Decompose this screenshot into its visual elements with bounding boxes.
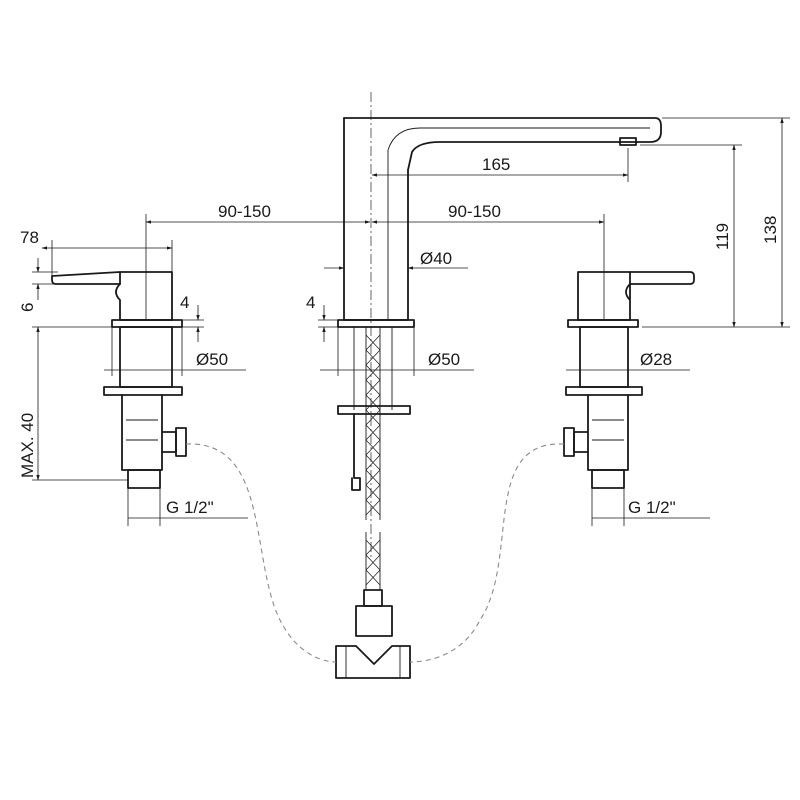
dim-78: [41, 240, 173, 276]
dim-max40: [32, 326, 128, 481]
dim-thread-right: [591, 488, 710, 526]
dim-4-left: [182, 305, 204, 342]
dim-119: [640, 144, 742, 328]
label-dia28: Ø28: [640, 350, 672, 369]
left-supply-hose: [185, 443, 337, 663]
label-dia40: Ø40: [420, 249, 452, 268]
dim-138: [642, 117, 790, 328]
label-dia50-left: Ø50: [196, 350, 228, 369]
right-supply-hose: [409, 443, 565, 663]
label-max40: MAX. 40: [18, 413, 37, 478]
label-90-150-left: 90-150: [218, 202, 271, 221]
label-thread-right: G 1/2": [628, 498, 676, 517]
dim-90-150-right: [371, 214, 605, 320]
label-6: 6: [18, 303, 37, 312]
label-165: 165: [482, 155, 510, 174]
left-valve: [51, 271, 187, 489]
label-thread-left: G 1/2": [166, 498, 214, 517]
dim-165: [371, 148, 629, 182]
label-138: 138: [761, 216, 780, 244]
dim-6: [32, 258, 58, 300]
label-dia50-center: Ø50: [428, 350, 460, 369]
dim-thread-left: [127, 488, 248, 526]
label-78: 78: [20, 228, 39, 247]
label-119: 119: [713, 223, 732, 250]
right-valve: [563, 271, 695, 489]
dim-dia50-center: [320, 327, 474, 376]
label-90-150-right: 90-150: [448, 202, 501, 221]
dim-dia28: [566, 327, 690, 376]
label-4-left: 4: [180, 293, 189, 312]
center-spout: [335, 117, 662, 679]
dim-4-center: [318, 305, 338, 342]
dim-90-150-left: [145, 214, 371, 320]
label-4-center: 4: [306, 293, 315, 312]
dim-dia50-left: [104, 327, 246, 376]
